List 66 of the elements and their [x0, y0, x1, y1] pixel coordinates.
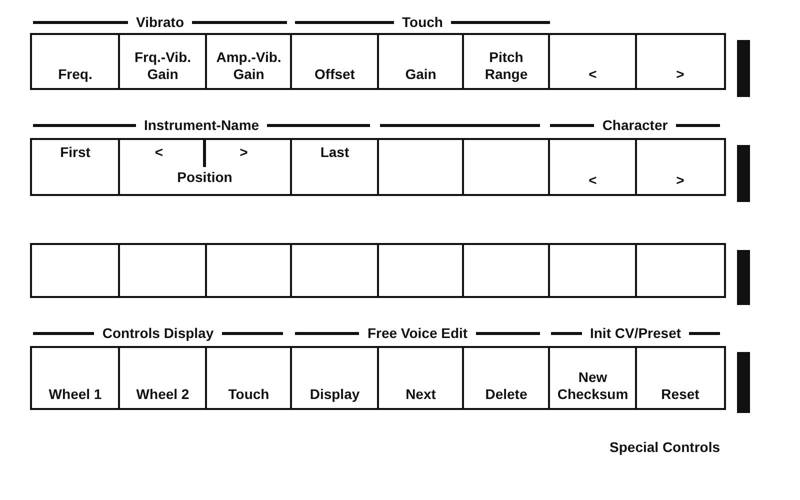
soft-key: [30, 243, 120, 298]
group-heading: Controls Display: [102, 324, 214, 342]
soft-key: [462, 243, 550, 298]
soft-key: [30, 138, 120, 196]
key-label: Delete: [485, 386, 528, 403]
key-label: Display: [310, 386, 360, 403]
key-label: <: [588, 172, 597, 189]
soft-key: [462, 33, 550, 90]
key-label: Frq.-Vib. Gain: [133, 49, 192, 83]
soft-key: [30, 346, 120, 410]
key-label: Offset: [314, 66, 355, 83]
soft-key: [205, 33, 292, 90]
soft-key: [635, 243, 726, 298]
soft-key: [635, 33, 726, 90]
indicator-bar: [737, 145, 750, 202]
key-label: Gain: [405, 66, 436, 83]
key-label: Amp.-Vib. Gain: [215, 49, 282, 83]
key-label: First: [60, 144, 90, 161]
soft-key: [118, 243, 208, 298]
group-heading: Free Voice Edit: [367, 324, 468, 342]
indicator-bar: [737, 352, 750, 413]
key-label: >: [240, 144, 248, 161]
soft-key: [548, 138, 638, 196]
indicator-bar: [737, 40, 750, 97]
key-label: <: [154, 144, 164, 161]
soft-key: [377, 33, 464, 90]
key-label: Touch: [228, 386, 270, 403]
key-label: Wheel 2: [136, 386, 190, 403]
key-label: Last: [320, 144, 350, 161]
key-label: >: [676, 66, 684, 83]
soft-key: [205, 346, 292, 410]
group-heading: Init CV/Preset: [590, 324, 682, 342]
soft-key: [377, 138, 464, 196]
soft-key: [377, 243, 464, 298]
soft-key: [205, 243, 292, 298]
key-label: Freq.: [58, 66, 92, 83]
figure-caption: Special Controls: [610, 439, 720, 456]
soft-key: [548, 33, 638, 90]
soft-key: [290, 33, 380, 90]
soft-key: [462, 346, 550, 410]
group-heading: Vibrato: [136, 14, 184, 30]
key-label: Pitch Range: [484, 49, 529, 83]
soft-key: [290, 243, 380, 298]
group-heading: Instrument-Name: [144, 116, 260, 134]
key-label: Next: [406, 386, 436, 403]
soft-key: [118, 346, 208, 410]
key-label: Wheel 1: [48, 386, 102, 403]
soft-key: [290, 138, 380, 196]
soft-key: [635, 346, 726, 410]
key-label: New Checksum: [556, 369, 630, 403]
soft-key: [462, 138, 550, 196]
soft-key: [548, 243, 638, 298]
key-label: Position: [177, 169, 232, 186]
soft-key: [548, 346, 638, 410]
soft-key: [290, 346, 380, 410]
soft-key: [118, 33, 208, 90]
group-heading: Character: [602, 116, 668, 134]
key-label: <: [588, 66, 597, 83]
key-label: >: [676, 172, 684, 189]
soft-key: [635, 138, 726, 196]
soft-key: [377, 346, 464, 410]
soft-key: [118, 138, 292, 196]
group-heading: Touch: [402, 14, 443, 30]
soft-key: [30, 33, 120, 90]
key-label: Reset: [661, 386, 700, 403]
indicator-bar: [737, 250, 750, 305]
